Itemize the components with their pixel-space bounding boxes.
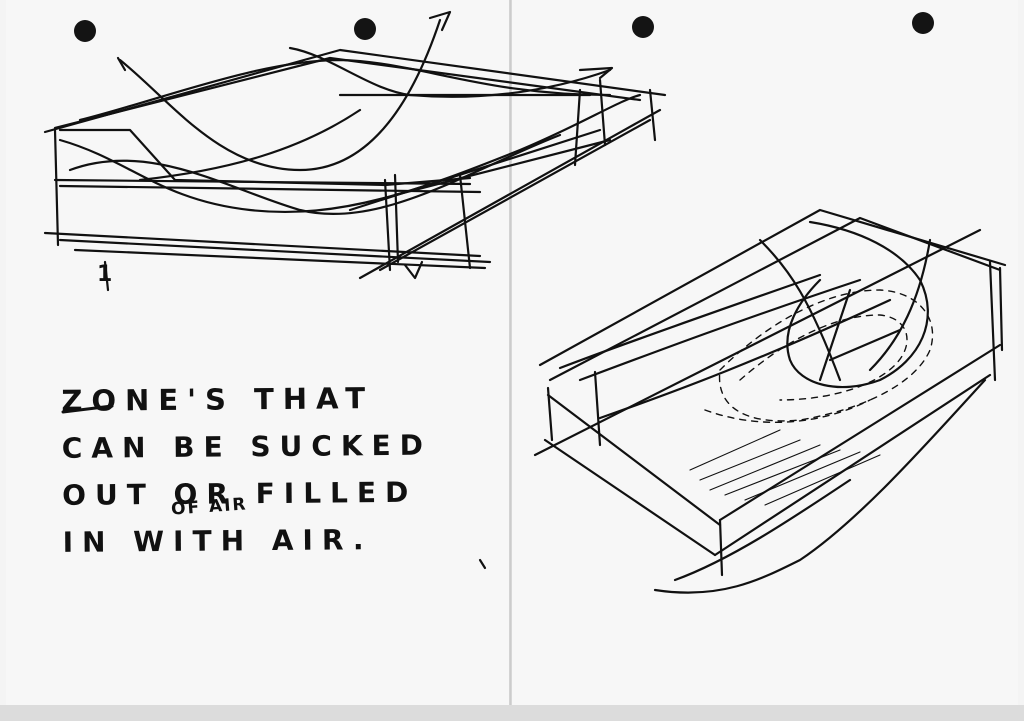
note-line-3: OUT OR FILLED <box>62 468 492 519</box>
right-sketch-shading <box>690 430 880 505</box>
handwritten-note: ZONE'S THAT CAN BE SUCKED OUT OR FILLED … <box>61 374 493 566</box>
right-sketch <box>535 210 1005 593</box>
note-line-2: CAN BE SUCKED <box>62 421 492 472</box>
note-line-1: ZONE'S THAT <box>61 374 491 425</box>
section-mark: 1 <box>97 262 112 287</box>
left-sketch <box>45 12 665 290</box>
note-line-4: IN WITH AIR. <box>62 515 492 566</box>
right-sketch-hatching <box>705 290 933 422</box>
